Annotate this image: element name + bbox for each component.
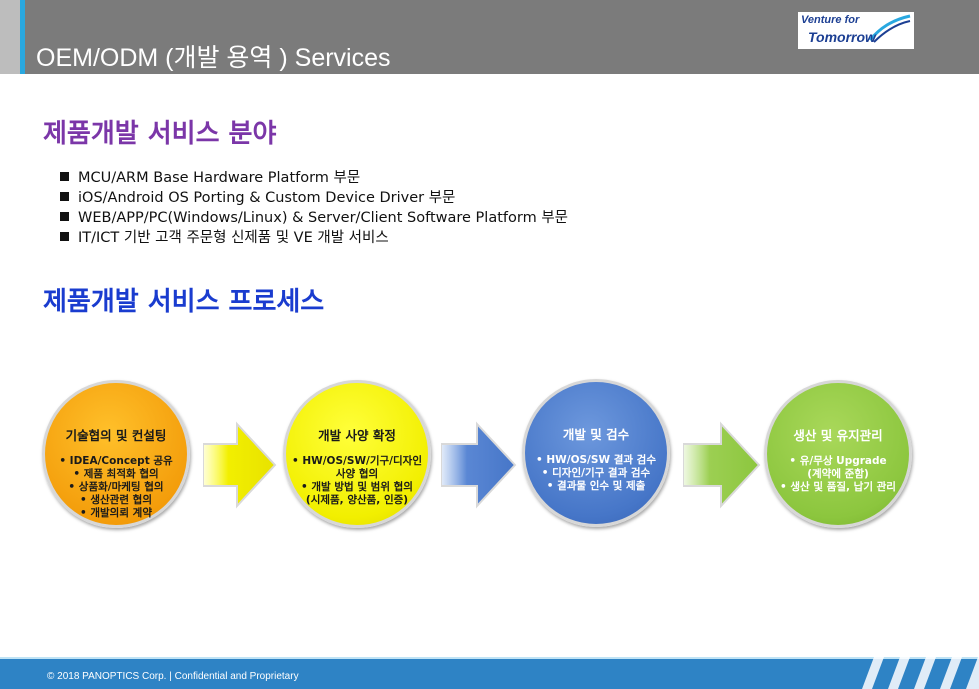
process-step-title: 생산 및 유지관리 — [793, 428, 883, 443]
logo-text-venture: Venture for — [801, 14, 860, 26]
process-step-item: (시제품, 양산품, 인증) — [305, 494, 409, 506]
list-item: MCU/ARM Base Hardware Platform 부문 — [60, 168, 568, 188]
process-step-consulting: 기술협의 및 컨설팅 • IDEA/Concept 공유 • 제품 최적화 협의… — [42, 380, 190, 528]
process-step-item: • 제품 최적화 협의 — [73, 468, 159, 480]
title-bar-accent — [20, 0, 25, 74]
list-item: IT/ICT 기반 고객 주문형 신제품 및 VE 개발 서비스 — [60, 228, 568, 248]
process-step-item: • HW/OS/SW 결과 검수 — [536, 454, 656, 466]
process-step-items: • HW/OS/SW/기구/디자인 사양 협의 • 개발 방법 및 범위 협의 … — [286, 455, 428, 507]
list-item-text: WEB/APP/PC(Windows/Linux) & Server/Clien… — [78, 210, 569, 226]
logo-text-tomorrow: Tomorrow — [808, 29, 876, 45]
process-step-title: 개발 사양 확정 — [318, 428, 396, 443]
process-step-item: • IDEA/Concept 공유 — [59, 455, 173, 467]
process-step-item: • 디자인/기구 결과 검수 — [541, 467, 651, 479]
process-step-item: • HW/OS/SW/기구/디자인 — [291, 455, 422, 467]
service-area-list: MCU/ARM Base Hardware Platform 부문 iOS/An… — [60, 168, 568, 248]
list-item-text: IT/ICT 기반 고객 주문형 신제품 및 VE 개발 서비스 — [78, 230, 389, 246]
section-title-service-areas: 제품개발 서비스 분야 — [43, 119, 277, 149]
process-step-production: 생산 및 유지관리 • 유/무상 Upgrade (계약에 준함) • 생산 및… — [764, 380, 912, 528]
process-arrow-icon — [441, 421, 517, 509]
square-bullet-icon — [60, 212, 69, 221]
square-bullet-icon — [60, 192, 69, 201]
process-arrow-icon — [203, 421, 277, 509]
list-item-text: MCU/ARM Base Hardware Platform 부문 — [78, 170, 361, 186]
process-step-items: • 유/무상 Upgrade (계약에 준함) • 생산 및 품질, 납기 관리 — [767, 455, 909, 494]
process-step-spec: 개발 사양 확정 • HW/OS/SW/기구/디자인 사양 협의 • 개발 방법… — [283, 380, 431, 528]
footer-stripes-icon — [862, 657, 979, 689]
process-step-item: • 개발의뢰 계약 — [80, 507, 152, 519]
process-step-development: 개발 및 검수 • HW/OS/SW 결과 검수 • 디자인/기구 결과 검수 … — [522, 379, 670, 527]
process-step-item: • 생산관련 협의 — [80, 494, 152, 506]
process-step-items: • HW/OS/SW 결과 검수 • 디자인/기구 결과 검수 • 결과물 인수… — [525, 454, 667, 493]
venture-for-tomorrow-logo: Venture for Tomorrow — [798, 12, 914, 49]
section-title-process: 제품개발 서비스 프로세스 — [43, 287, 325, 317]
process-step-title: 기술협의 및 컨설팅 — [65, 428, 167, 443]
list-item: WEB/APP/PC(Windows/Linux) & Server/Clien… — [60, 208, 568, 228]
process-step-item: • 상품화/마케팅 협의 — [68, 481, 164, 493]
square-bullet-icon — [60, 172, 69, 181]
list-item: iOS/Android OS Porting & Custom Device D… — [60, 188, 568, 208]
slide-title: OEM/ODM (개발 용역 ) Services — [36, 44, 391, 72]
title-bar-left-strip — [0, 0, 20, 74]
process-step-item: 사양 협의 — [335, 468, 379, 480]
footer-copyright: © 2018 PANOPTICS Corp. | Confidential an… — [47, 671, 299, 682]
process-step-items: • IDEA/Concept 공유 • 제품 최적화 협의 • 상품화/마케팅 … — [45, 455, 187, 520]
process-step-title: 개발 및 검수 — [562, 427, 630, 442]
footer-bar — [0, 657, 979, 689]
process-step-item: • 개발 방법 및 범위 협의 — [301, 481, 413, 493]
process-arrow-icon — [683, 421, 761, 509]
logo-swoosh-icon — [868, 14, 911, 43]
footer-divider — [0, 657, 979, 659]
list-item-text: iOS/Android OS Porting & Custom Device D… — [78, 190, 456, 206]
process-step-item: (계약에 준함) — [807, 468, 869, 480]
process-step-item: • 유/무상 Upgrade — [789, 455, 887, 467]
square-bullet-icon — [60, 232, 69, 241]
process-step-item: • 생산 및 품질, 납기 관리 — [780, 481, 896, 493]
process-step-item: • 결과물 인수 및 제출 — [546, 480, 646, 492]
